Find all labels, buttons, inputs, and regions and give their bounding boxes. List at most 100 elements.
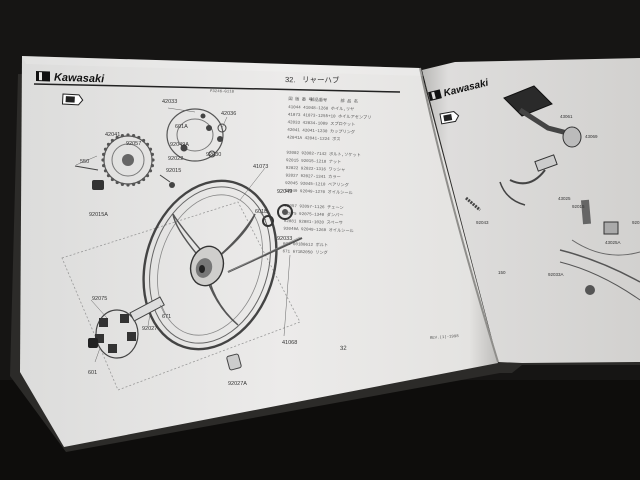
callout-label: 601 [88, 370, 97, 376]
callout-label: 92027A [228, 381, 247, 387]
brake-pedal [465, 85, 640, 301]
sprocket-tooth [115, 135, 119, 140]
figure-code: F3246-G110 [210, 90, 235, 95]
collar [129, 296, 165, 322]
page-number: 32 [340, 346, 348, 352]
parts-table-row: 671 671B2050 リング [282, 247, 327, 256]
callout-label: 601B [255, 209, 268, 215]
sprocket-tooth [142, 138, 146, 143]
callout-label: 43025A [605, 240, 621, 245]
sprocket-tooth [145, 174, 150, 178]
parts-table-row: 42041 42041-1230 カップリング [287, 126, 355, 136]
parts-table-row: 41044 41048-1268 ホイル,リヤ [288, 104, 354, 113]
callout-label: 92033 [277, 236, 292, 242]
callout-label: 550 [80, 159, 89, 165]
callout-label: 42041 [105, 132, 120, 138]
callout-label: 43025 [558, 196, 571, 201]
callout-label: 92049A [170, 142, 189, 148]
footer-code: REV.(1)-1998 [430, 334, 460, 341]
sprocket-tooth [132, 134, 136, 138]
parts-table-row: 92022 92022-1316 ワッシャ [286, 165, 346, 173]
rear-wheel [142, 179, 278, 351]
sprocket-tooth [148, 169, 153, 173]
sprocket-tooth [120, 182, 124, 186]
callout-label: 92033A [548, 272, 564, 277]
sprocket-tooth [110, 138, 114, 143]
sprocket-tooth [120, 134, 124, 138]
section-title: リャーハブ [302, 74, 340, 85]
front-arrow-icon-right [439, 111, 460, 125]
sprocket-tooth [145, 142, 150, 146]
callout-label: 42036 [221, 111, 236, 117]
parts-table-row: 42033 42034-1009 スプロケット [287, 118, 355, 128]
sprocket-tooth [102, 152, 106, 156]
sprocket-tooth [106, 174, 111, 178]
callout-label: 92015 [166, 168, 181, 174]
sprocket-tooth [103, 169, 108, 173]
callout-label: 92027 [142, 326, 157, 332]
sprocket-tooth [126, 183, 130, 187]
sprocket-tooth [115, 180, 119, 185]
sprocket-tooth [103, 147, 108, 151]
callout-label: 92049 [277, 189, 292, 195]
coupling [166, 108, 224, 162]
parts-table-row: 92027 92027-1341 カラー [285, 172, 340, 180]
callout-label: 41073 [253, 164, 268, 170]
sprocket-tooth [150, 164, 154, 168]
brand-name: Kawasaki [54, 72, 105, 86]
callout-label: 41068 [282, 340, 297, 346]
callout-label: 92030 [206, 152, 221, 158]
front-arrow-icon [61, 93, 84, 106]
parts-table-row: 92045 92045-1210 ベアリング [285, 179, 349, 188]
brand-header-left: Kawasaki [36, 71, 105, 85]
callout-label: 92015A [632, 220, 640, 225]
parts-table-row: 92057 92057-1126 チェーン [284, 203, 343, 211]
sprocket-teeth [101, 133, 155, 187]
sprocket-tooth [151, 158, 155, 162]
parts-table-row: 41073 41073-1255+10 ホイルアセンブリ [288, 111, 372, 121]
section-number: 32. [285, 75, 296, 84]
right-page [422, 58, 640, 363]
parts-table: 図 版 番 号 部品番号 部 品 名 41044 41048-1268 ホイル,… [282, 95, 372, 256]
sprocket-tooth [137, 135, 141, 140]
parts-table-row: 92015 92015-1218 ナット [286, 157, 341, 165]
col-header-name: 部 品 名 [340, 97, 358, 105]
sprocket-assembly [74, 108, 227, 190]
sprocket-tooth [148, 147, 153, 151]
sprocket-tooth [132, 182, 136, 186]
callout-label: 92043 [476, 220, 489, 225]
sprocket-tooth [126, 133, 130, 137]
parts-table-row: 92002 92002-7142 ボルト,ソケット [286, 149, 361, 159]
nut-92015A [92, 180, 104, 190]
sprocket-tooth [106, 142, 111, 146]
left-page [20, 56, 498, 447]
callout-label: 92015 [572, 204, 585, 209]
sprocket-tooth [110, 177, 114, 182]
callout-label: 601A [175, 124, 188, 130]
col-header-part: 部品番号 [310, 96, 327, 104]
callout-label: 92075 [92, 296, 107, 302]
spring [465, 196, 481, 212]
sprocket-tooth [101, 158, 105, 162]
callout-label: 92022 [168, 156, 183, 162]
damper [88, 309, 139, 359]
parts-table-row: 92049 92049-1270 オイルシール [285, 188, 353, 197]
callout-label: 43069 [585, 134, 598, 139]
callout-label: 43061 [560, 114, 573, 119]
sprocket-tooth [142, 177, 146, 182]
parts-table-row: 92075 92075-1340 ダンパー [284, 209, 344, 218]
parts-table-row: 601 601B0612 ボルト [283, 240, 328, 249]
callout-label: 150 [498, 270, 506, 275]
parts-table-row: 92081 92081-1020 スペーサ [284, 218, 343, 226]
callout-label: 42033 [162, 99, 177, 105]
parts-table-row: 92049A 92049-1269 オイルシール [283, 226, 354, 235]
sprocket-tooth [102, 164, 106, 168]
col-header-fig: 図 版 番 号 [288, 95, 313, 103]
callout-label: 92057 [126, 141, 141, 147]
sprocket-tooth [150, 152, 154, 156]
sprocket-tooth [137, 180, 141, 185]
parts-table-row: 42041A 42041-1224 ボス [287, 133, 341, 142]
callout-label: 92015A [89, 212, 108, 218]
